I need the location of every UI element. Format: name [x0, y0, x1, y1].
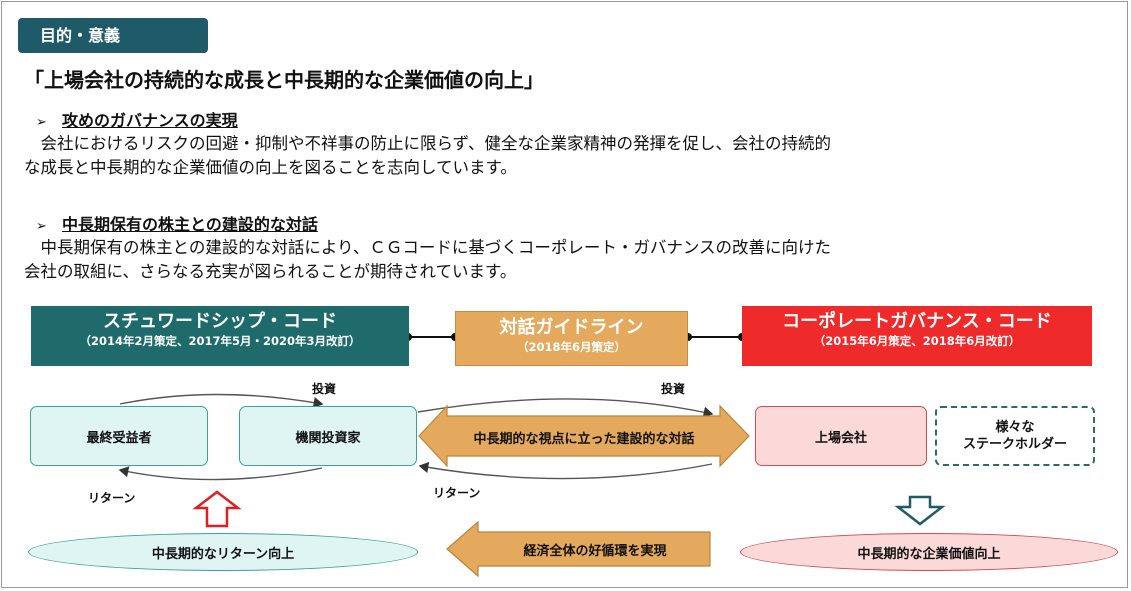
stakeholders-label-1: 様々な: [995, 420, 1035, 435]
invest-curve-right: [417, 398, 714, 418]
connector-dot: [684, 333, 692, 341]
return-label-left: リターン: [88, 491, 136, 505]
section-2-text: 中長期保有の株主との建設的な対話により、ＣＧコードに基づくコーポレート・ガバナン…: [24, 236, 1114, 284]
cg-code-dates: （2015年6月策定、2018年6月改訂）: [813, 334, 1021, 348]
final-beneficiary-box: 最終受益者: [30, 406, 208, 466]
invest-curve-left: [119, 393, 324, 409]
section-2-line-1: 中長期保有の株主との建設的な対話により、ＣＧコードに基づくコーポレート・ガバナン…: [24, 238, 832, 257]
dialogue-guideline-header: 対話ガイドライン （2018年6月策定）: [455, 311, 688, 366]
bullet-arrow-icon: ➢: [36, 115, 47, 130]
section-2-heading: ➢ 中長期保有の株主との建設的な対話: [36, 211, 318, 235]
up-hollow-arrow: [192, 490, 242, 528]
return-curve-left: [118, 466, 323, 481]
section-2-line-2: 会社の取組に、さらなる充実が図られることが期待されています。: [24, 262, 517, 281]
cg-code-header: コーポレートガバナンス・コード （2015年6月策定、2018年6月改訂）: [742, 306, 1092, 366]
stewardship-code-dates: （2014年2月策定、2017年5月・2020年3月改訂）: [79, 334, 361, 348]
return-improvement-label: 中長期的なリターン向上: [151, 546, 295, 562]
final-beneficiary-label: 最終受益者: [86, 430, 152, 446]
stewardship-code-title: スチュワードシップ・コード: [103, 311, 337, 332]
listed-company-box: 上場会社: [755, 406, 927, 466]
section-1-line-1: 会社におけるリスクの回避・抑制や不祥事の防止に限らず、健全な企業家精神の発揮を促…: [24, 134, 832, 153]
invest-label-right: 投資: [661, 382, 686, 396]
value-improvement-oval: 中長期的な企業価値向上: [740, 533, 1118, 571]
listed-company-label: 上場会社: [814, 430, 867, 446]
stewardship-code-header: スチュワードシップ・コード （2014年2月策定、2017年5月・2020年3月…: [31, 306, 409, 366]
institutional-investor-label: 機関投資家: [295, 430, 361, 446]
dialogue-arrow-label: 中長期的な視点に立った建設的な対話: [473, 432, 695, 447]
return-curve-right: [418, 461, 713, 480]
dialogue-double-arrow: [418, 404, 750, 468]
economy-arrow-label: 経済全体の好循環を実現: [523, 544, 667, 559]
section-1-heading: ➢ 攻めのガバナンスの実現: [36, 107, 238, 131]
stakeholders-box: 様々な ステークホルダー: [935, 406, 1095, 466]
return-label-right: リターン: [433, 486, 481, 500]
headline: 「上場会社の持続的な成長と中長期的な企業価値の向上」: [24, 68, 544, 92]
section-2-title: 中長期保有の株主との建設的な対話: [62, 215, 318, 234]
dialogue-guideline-dates: （2018年6月策定）: [516, 340, 626, 354]
connector-line-right: [688, 336, 742, 338]
economy-left-arrow: [446, 520, 711, 578]
return-improvement-oval: 中長期的なリターン向上: [28, 533, 418, 571]
stakeholders-label-2: ステークホルダー: [962, 437, 1067, 452]
dialogue-guideline-title: 対話ガイドライン: [499, 317, 644, 338]
invest-label-left: 投資: [312, 382, 337, 396]
bullet-arrow-icon: ➢: [36, 219, 47, 234]
cg-code-title: コーポレートガバナンス・コード: [782, 311, 1052, 332]
section-1-line-2: な成長と中長期的な企業価値の向上を図ることを志向しています。: [24, 158, 517, 177]
institutional-investor-box: 機関投資家: [239, 406, 417, 466]
connector-line-left: [409, 336, 455, 338]
section-1-text: 会社におけるリスクの回避・抑制や不祥事の防止に限らず、健全な企業家精神の発揮を促…: [24, 132, 1114, 180]
purpose-badge: 目的・意義: [18, 18, 208, 53]
value-improvement-label: 中長期的な企業価値向上: [857, 546, 1001, 562]
section-1-title: 攻めのガバナンスの実現: [62, 111, 238, 130]
down-hollow-arrow: [894, 495, 946, 526]
